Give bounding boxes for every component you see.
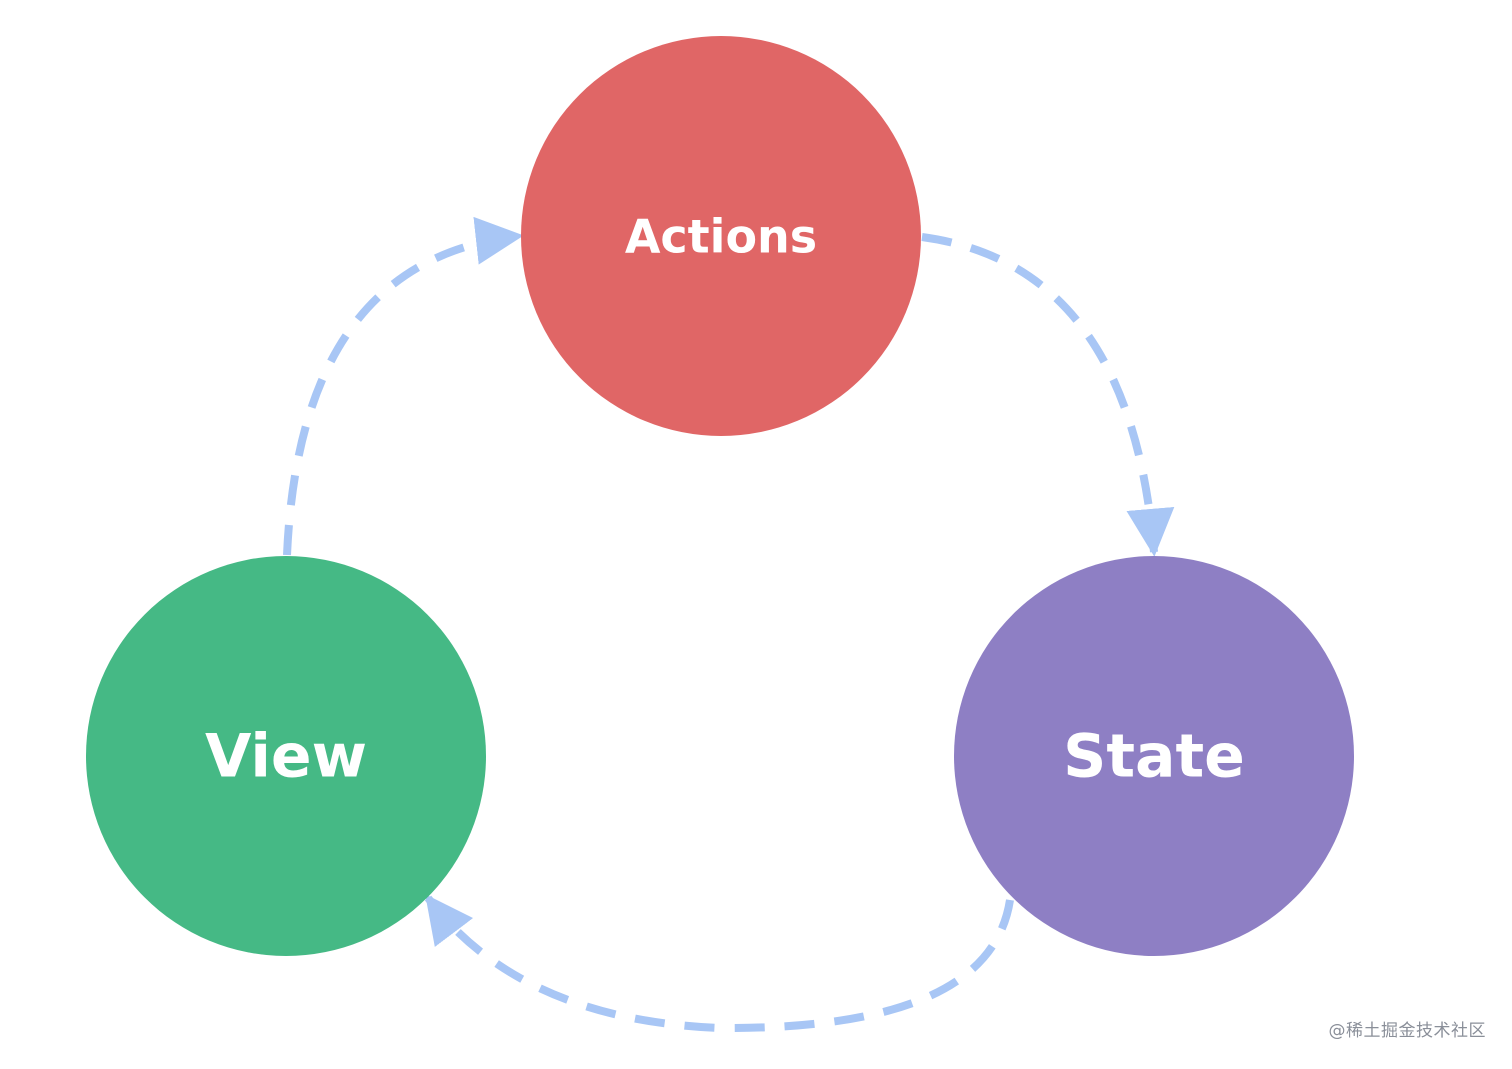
arrow-actions-to-state	[921, 233, 1175, 557]
state-node: State	[954, 556, 1354, 956]
state-circle	[954, 556, 1354, 956]
arrow-state-to-view	[424, 894, 1014, 1033]
watermark: @稀土掘金技术社区	[1328, 1021, 1486, 1041]
arrow-view-to-actions	[283, 216, 524, 556]
state-label: State	[1063, 722, 1245, 792]
view-node: View	[86, 556, 486, 956]
actions-circle	[521, 36, 921, 436]
view-circle	[86, 556, 486, 956]
actions-label: Actions	[625, 210, 817, 264]
actions-node: Actions	[521, 36, 921, 436]
view-label: View	[205, 722, 367, 792]
